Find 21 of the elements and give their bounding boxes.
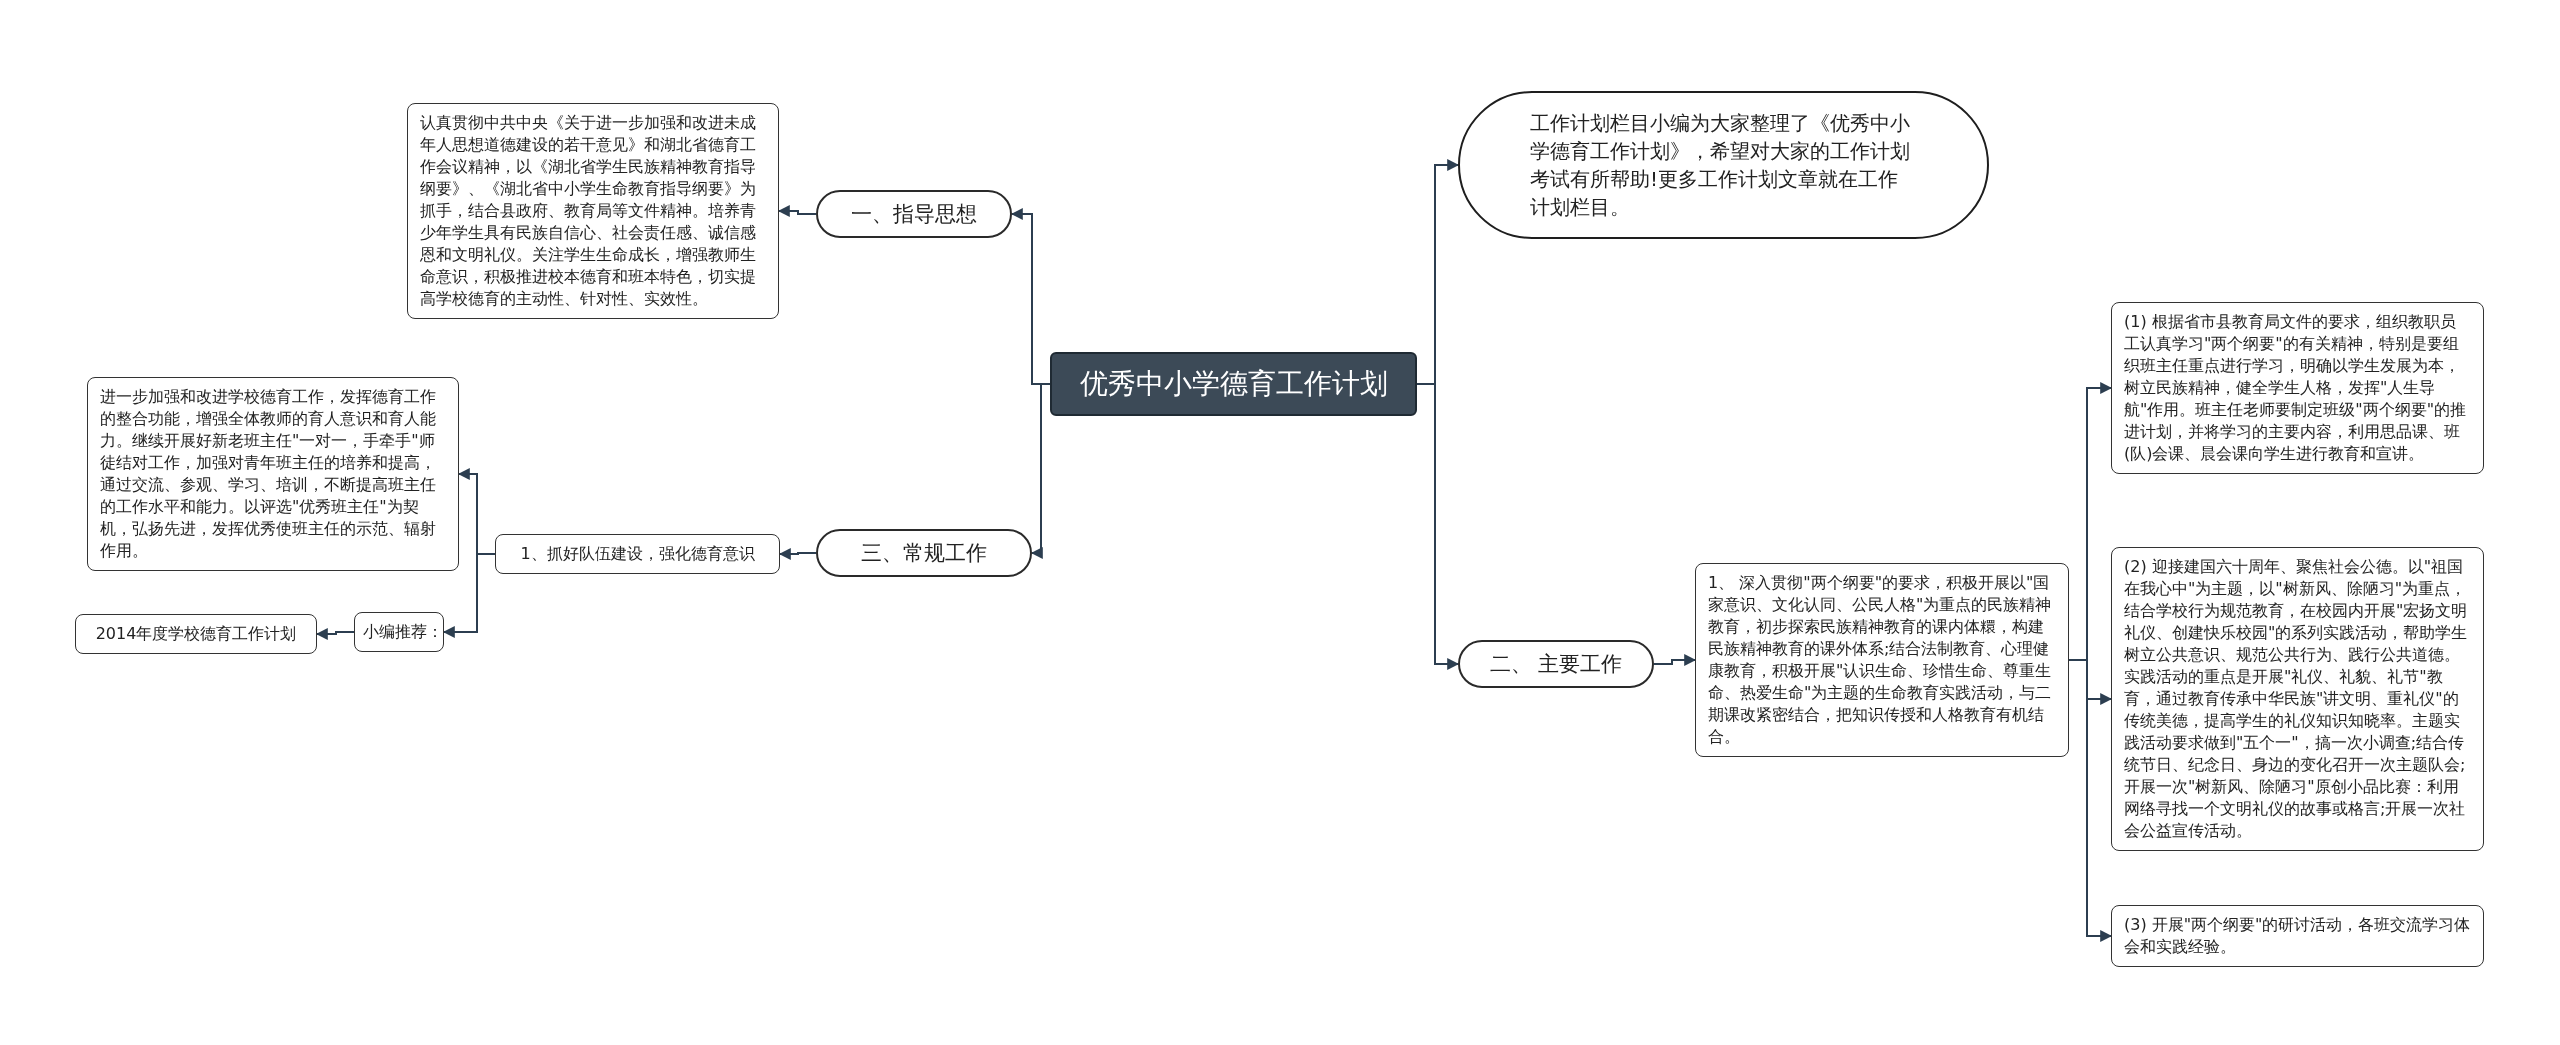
connector-arrow <box>2068 659 2113 942</box>
subtopic-box: 1、抓好队伍建设，强化德育意识 <box>495 534 780 574</box>
branch-topic: 一、指导思想 <box>816 190 1012 238</box>
detail-card: 1、 深入贯彻"两个纲要"的要求，积极开展以"国家意识、文化认同、公民人格"为重点的民族精神教育，初步探索民族精神教育的课内体糫，构建民族精神教育的课外体系;结合法制教育、心理健康教育，积极开展"认识生命、珍惜生命、尊重生命、热爱生命"为主题的生命教育实践活动，与二期课改紧密结合，把知识传授和人格教育有机结合。 <box>1695 563 2069 757</box>
subtopic-box: 小编推荐： <box>354 612 444 652</box>
detail-card: (3) 开展"两个纲要"的研讨活动，各班交流学习体会和实践经验。 <box>2111 905 2484 967</box>
detail-card: (1) 根据省市县教育局文件的要求，组织教职员工认真学习"两个纲要"的有关精神，特别是要组织班主任重点进行学习，明确以学生发展为本，树立民族精神，健全学生人格，发挥"人生导航"作用。班主任老师要制定班级"两个纲要"的推进计划，并将学习的主要内容，利用思品课、班(队)会课、晨会课向学生进行教育和宣讲。 <box>2111 302 2484 474</box>
detail-card: (2) 迎接建国六十周年、聚焦社会公德。以"祖国在我心中"为主题，以"树新风、除陋习"为重点，结合学校行为规范教育，在校园内开展"宏扬文明礼仪、创建快乐校园"的系列实践活动，帮助学生树立公共意识、规范公共行为、践行公共道德。实践活动的重点是开展"礼仪、礼貌、礼节"教育，通过教育传承中华民族"讲文明、重礼仪"的传统美德，提高学生的礼仪知识知晓率。主题实践活动要求做到"五个一"，搞一次小调查;结合传统节日、纪念日、身边的变化召开一次主题队会;开展一次"树新风、除陋习"原创小品比赛：利用网络寻找一个文明礼仪的故事或格言;开展一次社会公益宣传活动。 <box>2111 547 2484 851</box>
connector-arrow <box>1030 383 1051 559</box>
branch-topic: 三、常规工作 <box>816 529 1032 577</box>
connector-arrow <box>315 628 355 640</box>
connector-arrow <box>1653 654 1697 666</box>
branch-topic: 二、 主要工作 <box>1458 640 1654 688</box>
connector-arrow <box>1416 383 1460 670</box>
subtopic-box: 2014年度学校德育工作计划 <box>75 614 317 654</box>
central-topic-box: 优秀中小学德育工作计划 <box>1050 352 1417 416</box>
detail-card: 认真贯彻中共中央《关于进一步加强和改进未成年人思想道德建设的若干意见》和湖北省德育工作会议精神，以《湖北省学生民族精神教育指导纲要》、《湖北省中小学生命教育指导纲要》为抓手，结合县政府、教育局等文件精神。培养青少年学生具有民族自信心、社会责任感、诚信感恩和文明礼仪。关注学生生命成长，增强教师生命意识，积极推进校本德育和班本特色，切实提高学校德育的主动性、针对性、实效性。 <box>407 103 779 319</box>
connector-arrow <box>777 205 817 217</box>
detail-card: 进一步加强和改进学校德育工作，发挥德育工作的整合功能，增强全体教师的育人意识和育人能力。继续开展好新老班主任"一对一，手牵手"师徒结对工作，加强对青年班主任的培养和提高，通过交流、参观、学习、培训，不断提高班主任的工作水平和能力。以评选"优秀班主任"为契机，弘扬先进，发挥优秀使班主任的示范、辐射作用。 <box>87 377 459 571</box>
connector-arrow <box>778 548 817 560</box>
connector-arrow <box>442 553 496 638</box>
